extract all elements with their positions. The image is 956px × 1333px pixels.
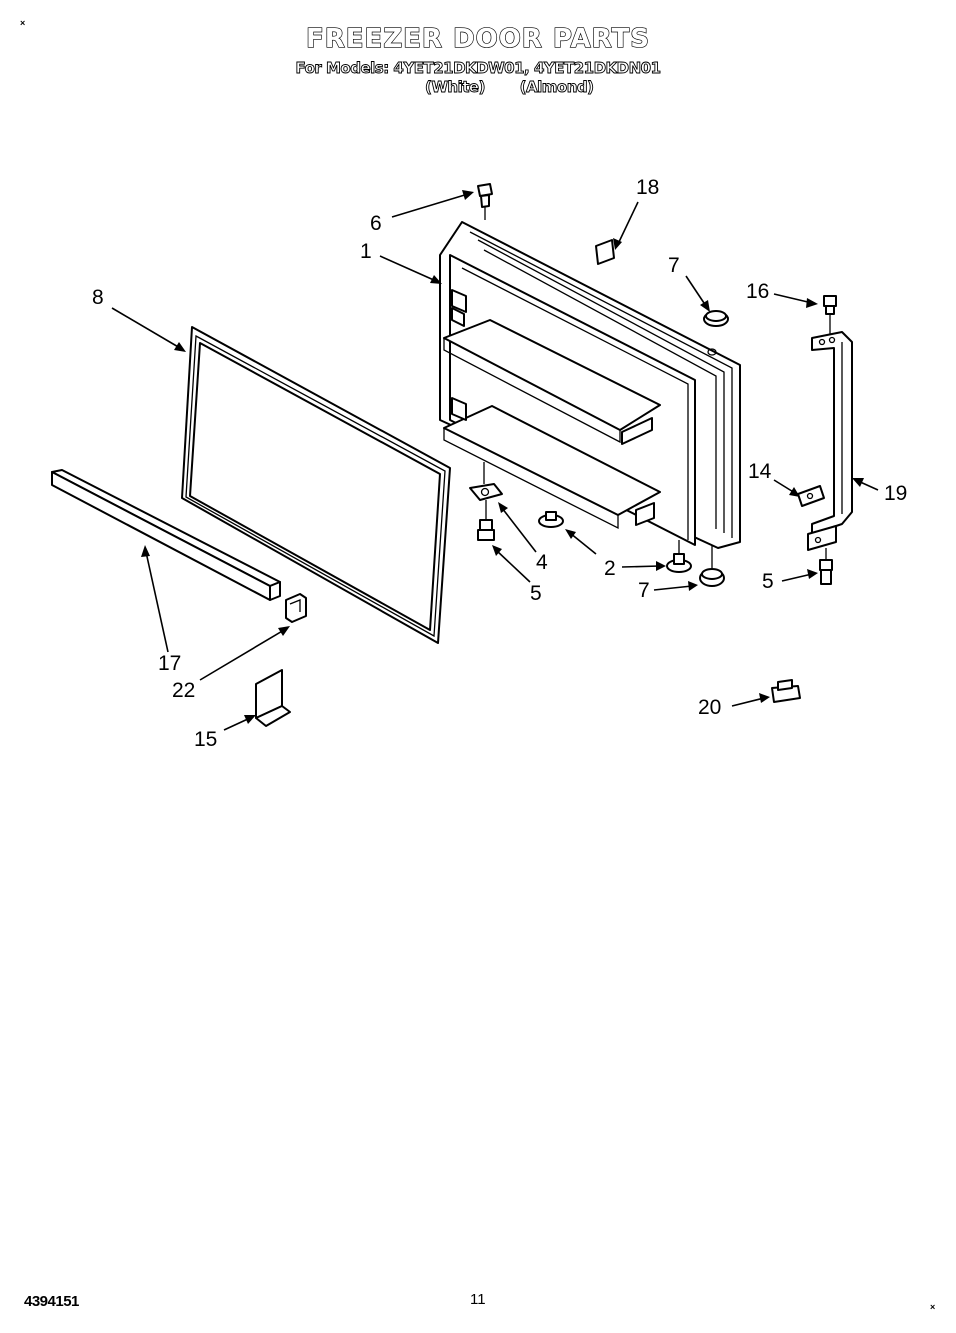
callout-5-left: 5	[530, 582, 542, 605]
callout-19: 19	[884, 482, 907, 505]
callout-18: 18	[636, 176, 659, 199]
document-number: 4394151	[24, 1293, 79, 1310]
leader-lines	[111, 190, 879, 731]
screw-part-5-right	[819, 548, 833, 585]
callout-4: 4	[536, 551, 548, 574]
corner-mark-top-left: ×	[20, 18, 26, 28]
label-part-18	[595, 239, 615, 265]
callout-7-top: 7	[668, 254, 680, 277]
handle-part-19	[807, 331, 853, 551]
callout-5-right: 5	[762, 570, 774, 593]
screw-part-16	[823, 295, 837, 334]
callout-6-top: 6	[370, 212, 382, 235]
screw-part-6	[477, 183, 493, 220]
callout-2: 2	[604, 557, 616, 580]
door-stop-part-2-right	[666, 540, 692, 573]
callout-20: 20	[698, 696, 721, 719]
callout-14: 14	[748, 460, 772, 483]
bracket-part-15	[255, 669, 291, 727]
door-liner-part	[439, 221, 741, 549]
callout-16: 16	[746, 280, 769, 303]
callout-15: 15	[194, 728, 217, 751]
stopper-part-7-bottom	[699, 546, 725, 587]
screw-part-5-left	[477, 500, 495, 541]
models-line: For Models: 4YET21DKDW01, 4YET21DKDN01	[295, 59, 662, 78]
plug-part-20	[771, 679, 801, 703]
spacer-part-14	[797, 485, 825, 507]
callout-1: 1	[360, 240, 372, 263]
callout-labels: 6 18 1 7 16 8 14 19 4 2 5 7 5 17 22 20 1…	[92, 176, 907, 751]
callout-17: 17	[158, 652, 181, 675]
hinge-shim-part-4	[469, 462, 503, 501]
corner-mark-bottom-right: ×	[930, 1302, 936, 1312]
page-title: FREEZER DOOR PARTS	[305, 23, 650, 54]
callout-22: 22	[172, 679, 195, 702]
variant-almond: (Almond)	[519, 78, 594, 97]
door-gasket-part-8	[181, 326, 451, 644]
page-number: 11	[470, 1291, 486, 1308]
end-cap-part-22	[285, 593, 307, 623]
model-variants: (White) (Almond)	[425, 78, 595, 97]
stopper-part-7-top	[703, 310, 729, 356]
trim-strip-part-17	[51, 469, 281, 601]
variant-white: (White)	[425, 78, 486, 97]
door-stop-part-2-left	[538, 511, 564, 528]
callout-7-bottom: 7	[638, 579, 650, 602]
callout-8: 8	[92, 286, 104, 309]
